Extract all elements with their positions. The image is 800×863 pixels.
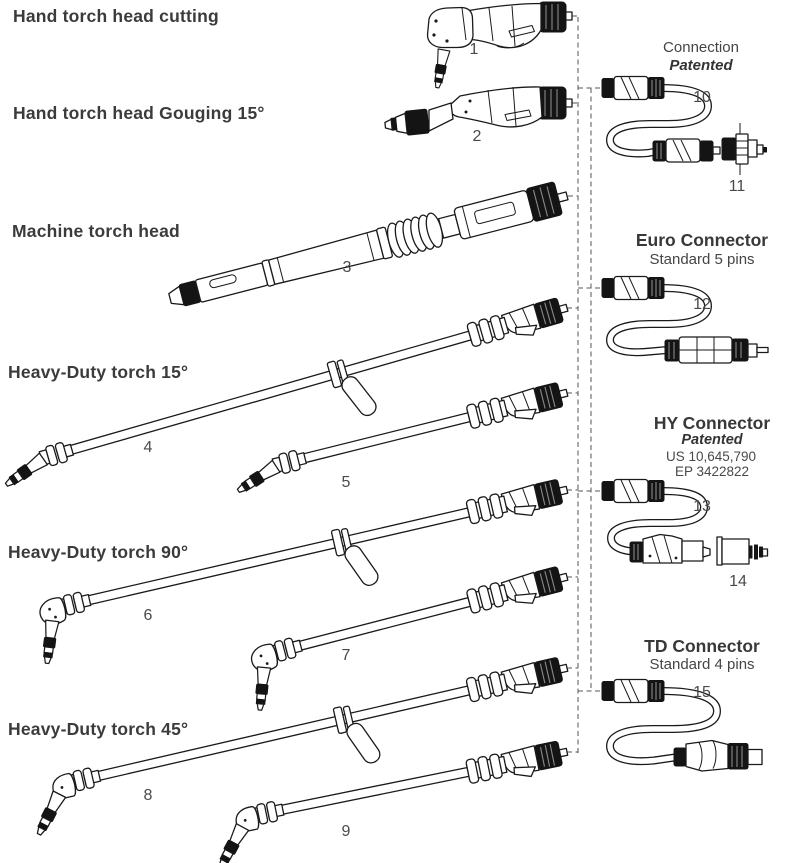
section-label-hand-gouging: Hand torch head Gouging 15° <box>13 103 265 123</box>
torch-7-heavy-duty-90-short-drawing <box>238 563 572 714</box>
connector-title-euro: Euro Connector <box>635 230 769 250</box>
item-number-15: 15 <box>693 684 711 701</box>
item-number-9: 9 <box>341 823 351 840</box>
section-label-hand-cutting: Hand torch head cutting <box>13 6 219 26</box>
connector-14-hy-socket-drawing <box>716 536 769 566</box>
connector-subtitle-td: Standard 4 pins <box>649 656 755 673</box>
item-number-7: 7 <box>341 647 351 664</box>
dashed-connection-lines <box>567 15 602 753</box>
connector-title-hy: HY Connector <box>653 413 771 433</box>
connector-10-patented-cable-drawing <box>601 75 721 163</box>
item-number-10: 10 <box>693 89 711 106</box>
item-number-4: 4 <box>143 439 153 456</box>
torch-8-heavy-duty-45-long-drawing <box>21 654 572 843</box>
torch-4-heavy-duty-15-long-drawing <box>0 295 573 519</box>
item-number-14: 14 <box>729 573 747 590</box>
item-number-1: 1 <box>469 41 479 58</box>
item-number-12: 12 <box>693 296 711 313</box>
item-number-3: 3 <box>342 259 352 276</box>
item-number-6: 6 <box>143 607 153 624</box>
torch-1-hand-cutting-drawing <box>426 1 573 90</box>
section-label-hd-45: Heavy-Duty torch 45° <box>8 719 189 739</box>
connector-13-hy-cable-drawing <box>601 478 711 564</box>
connector-15-td-cable-drawing <box>601 678 763 772</box>
section-label-hd-15: Heavy-Duty torch 15° <box>8 362 189 382</box>
item-number-8: 8 <box>143 787 153 804</box>
torch-2-hand-gouging-drawing <box>384 86 573 136</box>
torch-5-heavy-duty-15-short-drawing <box>229 379 572 498</box>
item-number-2: 2 <box>472 128 482 145</box>
item-number-13: 13 <box>693 498 711 515</box>
connector-title-td: TD Connector <box>644 636 760 656</box>
connector-patented-hy: Patented <box>681 432 743 448</box>
connector-patented-connection: Patented <box>669 57 733 74</box>
connector-title-connection: Connection <box>663 39 739 56</box>
connector-12-euro-cable-drawing <box>601 275 769 364</box>
torch-6-heavy-duty-90-long-drawing <box>26 476 572 667</box>
section-label-hd-90: Heavy-Duty torch 90° <box>8 542 189 562</box>
torch-3-machine-drawing <box>168 181 569 307</box>
torch-9-heavy-duty-45-short-drawing <box>205 738 572 863</box>
item-number-5: 5 <box>341 474 351 491</box>
connector-11-panel-receptacle-drawing <box>721 123 767 175</box>
section-label-machine-head: Machine torch head <box>12 221 180 241</box>
item-number-11: 11 <box>728 178 746 195</box>
connector-patent-us: US 10,645,790 <box>665 449 757 464</box>
connector-subtitle-euro: Standard 5 pins <box>649 251 755 268</box>
connector-patent-ep: EP 3422822 <box>674 464 750 479</box>
